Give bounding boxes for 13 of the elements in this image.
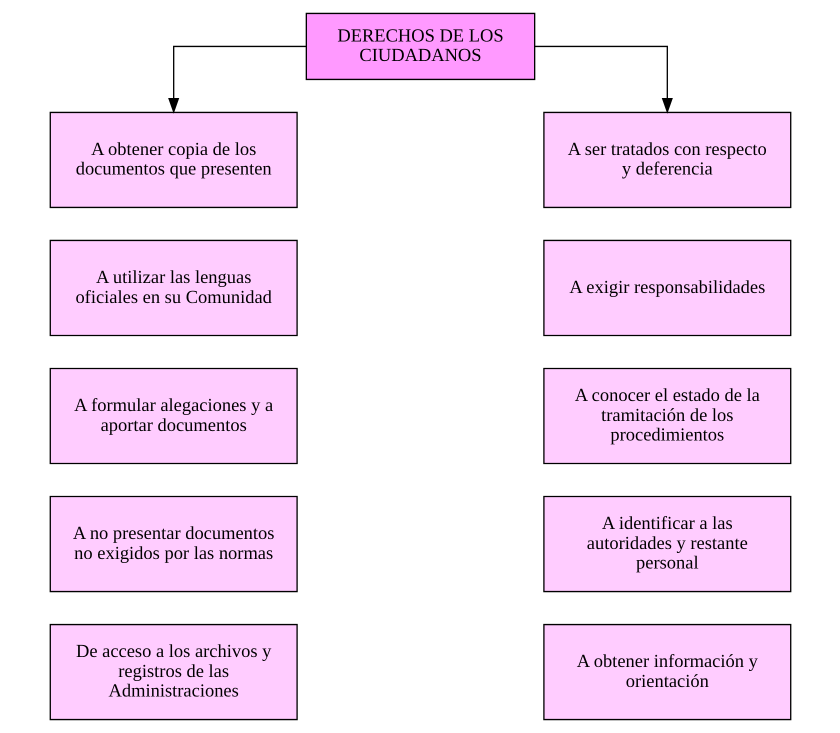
node-box: A obtener información y orientación xyxy=(542,624,791,720)
node-box: A identificar a las autoridades y restante personal xyxy=(542,496,791,592)
node-box: A conocer el estado de la tramitación de los procedimientos xyxy=(542,368,791,464)
arrow xyxy=(534,46,672,114)
node-box: DERECHOS DE LOS CIUDADANOS xyxy=(305,12,535,80)
arrow xyxy=(168,46,306,114)
node-box: A utilizar las lenguas oficiales en su Comunidad xyxy=(49,240,298,336)
node-box: De acceso a los archivos y registros de las Administraciones xyxy=(49,624,298,720)
node-box: A no presentar documentos no exigidos por las normas xyxy=(49,496,298,592)
node-box: A exigir responsabilidades xyxy=(542,240,791,336)
node-box: A ser tratados con respecto y deferencia xyxy=(542,112,791,208)
node-box: A obtener copia de los documentos que presenten xyxy=(49,112,298,208)
node-box: A formular alegaciones y a aportar documentos xyxy=(49,368,298,464)
